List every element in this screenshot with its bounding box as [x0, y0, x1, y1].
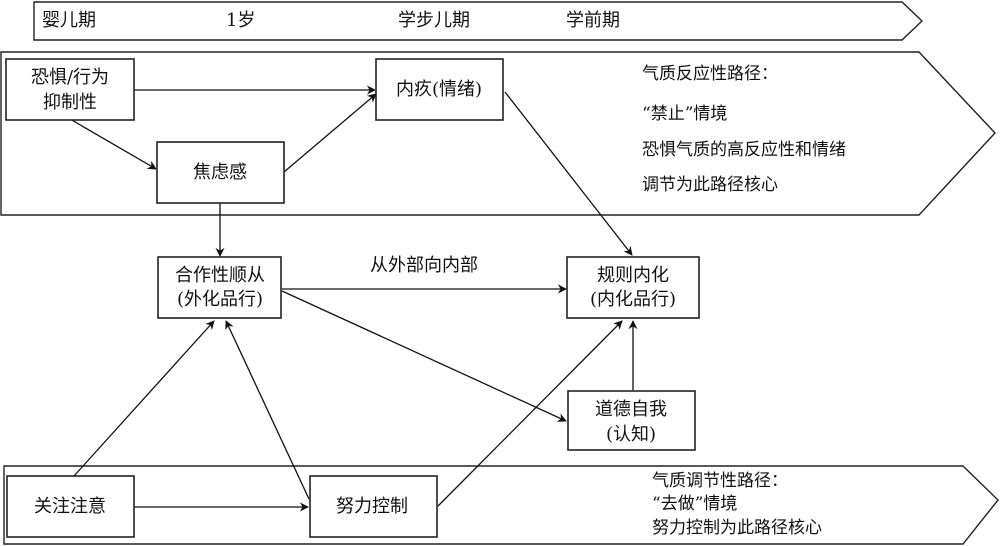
- node-moral-self-line-2: (认知): [606, 424, 656, 445]
- reactive-path-line-1: “禁止”情境: [642, 104, 727, 124]
- node-anxiety: 焦虑感: [156, 141, 285, 204]
- timeline-stage-preschool: 学前期: [566, 10, 620, 31]
- node-internalization-line-1: 规则内化: [597, 265, 669, 286]
- reactive-path-title: 气质反应性路径：: [642, 64, 778, 84]
- reactive-path-line-2: 恐惧气质的高反应性和情绪: [642, 140, 846, 160]
- timeline-stage-age-one: 1岁: [226, 10, 255, 31]
- node-compliance-line-1: 合作性顺从: [175, 265, 265, 286]
- node-guilt: 内疚(情绪): [375, 58, 504, 121]
- node-fear-inhibition-line-1: 恐惧/行为: [31, 67, 109, 88]
- edge-anxiety-to-guilt: [283, 93, 377, 173]
- regulatory-path-arrow-shape: [3, 465, 999, 545]
- node-internalization-line-2: (内化品行): [590, 289, 676, 310]
- edge-guilt-to-internalization: [504, 91, 633, 256]
- edge-effortful-to-compliance: [225, 320, 310, 500]
- node-attention: 关注注意: [6, 475, 135, 538]
- reactive-path-line-3: 调节为此路径核心: [642, 175, 778, 195]
- regulatory-path-title: 气质调节性路径：: [652, 471, 788, 491]
- external-to-internal-label: 从外部向内部: [370, 255, 478, 276]
- node-anxiety-label: 焦虑感: [193, 162, 247, 183]
- edge-attention-to-compliance: [73, 320, 215, 477]
- regulatory-path-band: 气质调节性路径： “去做”情境 努力控制为此路径核心: [3, 465, 999, 545]
- timeline-band: 婴儿期 1岁 学步儿期 学前期: [33, 1, 924, 41]
- node-fear-inhibition: 恐惧/行为 抑制性: [5, 58, 135, 121]
- node-compliance-line-2: (外化品行): [177, 289, 263, 310]
- timeline-stage-toddler: 学步儿期: [398, 10, 470, 31]
- edges: [69, 85, 638, 512]
- node-guilt-label: 内疚(情绪): [396, 79, 482, 100]
- regulatory-path-line-2: 努力控制为此路径核心: [652, 518, 822, 538]
- node-moral-self-line-1: 道德自我: [595, 399, 667, 420]
- node-compliance: 合作性顺从 (外化品行): [157, 256, 282, 319]
- node-moral-self: 道德自我 (认知): [567, 390, 696, 451]
- edge-compliance-to-moral-self: [281, 290, 567, 422]
- timeline-stage-infancy: 婴儿期: [42, 10, 96, 31]
- node-effortful-control-label: 努力控制: [336, 496, 408, 517]
- edge-effortful-to-internalization: [437, 320, 623, 507]
- edge-fear-to-anxiety: [69, 118, 157, 170]
- regulatory-path-line-1: “去做”情境: [652, 494, 737, 514]
- node-effortful-control: 努力控制: [309, 475, 438, 538]
- node-attention-label: 关注注意: [34, 496, 106, 517]
- node-internalization: 规则内化 (内化品行): [566, 256, 700, 319]
- timeline-arrow-shape: [33, 1, 924, 41]
- node-fear-inhibition-line-2: 抑制性: [43, 92, 97, 113]
